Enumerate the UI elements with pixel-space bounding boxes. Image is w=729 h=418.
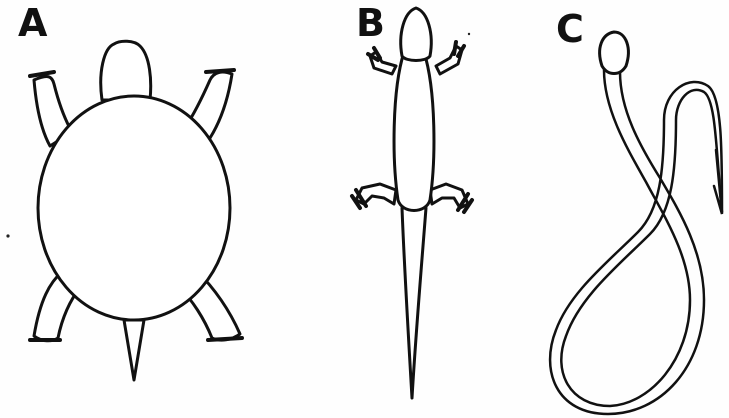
snake-body-outer xyxy=(560,68,724,408)
lizard-body xyxy=(392,50,436,212)
turtle-head xyxy=(99,39,153,102)
turtle-front-left-flipper xyxy=(32,75,74,148)
snake-tail xyxy=(712,148,724,215)
snake-icon xyxy=(548,30,724,416)
lizard-icon xyxy=(350,6,474,400)
label-b: B xyxy=(356,1,385,45)
lizard-front-right-leg xyxy=(434,44,464,76)
snake-head xyxy=(598,30,630,75)
lizard-head xyxy=(399,6,433,62)
turtle-icon xyxy=(28,39,244,382)
label-c: C xyxy=(556,7,584,51)
lizard-tail xyxy=(400,206,428,400)
label-a: A xyxy=(18,1,48,45)
snake-body-inner xyxy=(548,70,724,416)
turtle-tail xyxy=(122,318,146,382)
turtle-shell xyxy=(36,94,232,322)
